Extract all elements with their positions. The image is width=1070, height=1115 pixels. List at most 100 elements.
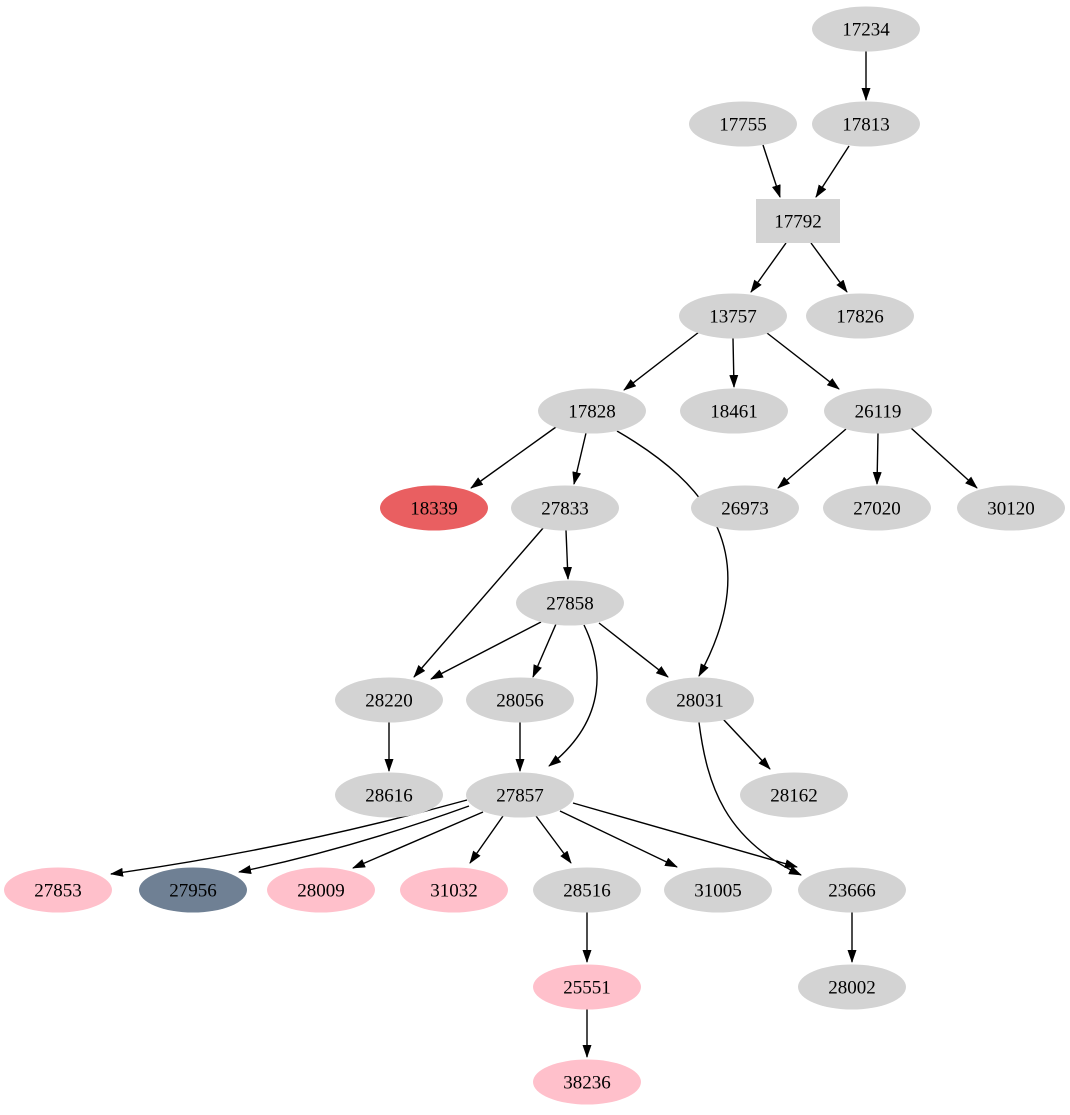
node-17828: 17828: [538, 388, 646, 434]
edge-26119-30120: [910, 427, 978, 489]
edge-27857-27956: [238, 805, 470, 874]
node-28031-shape: [646, 677, 754, 723]
node-27857: 27857: [466, 772, 574, 818]
node-31005-label: 31005: [694, 881, 742, 902]
node-17234-label: 17234: [842, 20, 890, 41]
edge-27833-27858: [563, 530, 573, 580]
node-17792-shape: [756, 199, 840, 243]
edge-27858-28031: [598, 622, 669, 678]
node-17826-label: 17826: [836, 307, 884, 328]
node-38236: 38236: [533, 1059, 641, 1105]
node-27020-label: 27020: [853, 499, 901, 520]
node-27020-shape: [823, 485, 931, 531]
node-28616-label: 28616: [365, 786, 413, 807]
node-26973-shape: [691, 485, 799, 531]
node-27858-label: 27858: [546, 594, 594, 615]
node-27956-label: 27956: [169, 881, 217, 902]
node-31005: 31005: [664, 867, 772, 913]
node-18339-shape: [380, 485, 488, 531]
node-13757-label: 13757: [709, 307, 757, 328]
node-27858-shape: [516, 580, 624, 626]
edge-27858-27857: [548, 624, 598, 767]
node-28516-shape: [533, 867, 641, 913]
node-13757-shape: [679, 293, 787, 339]
edge-17828-18339: [470, 426, 557, 489]
edge-13757-17828: [623, 331, 700, 391]
node-38236-shape: [533, 1059, 641, 1105]
edge-17792-13757: [750, 242, 787, 293]
node-25551-shape: [533, 964, 641, 1010]
node-26973: 26973: [691, 485, 799, 531]
node-26973-label: 26973: [721, 499, 769, 520]
node-23666-label: 23666: [828, 881, 876, 902]
node-38236-label: 38236: [563, 1073, 611, 1094]
node-17828-label: 17828: [568, 402, 616, 423]
node-26119: 26119: [824, 388, 932, 434]
node-30120: 30120: [957, 485, 1065, 531]
edge-17792-17826: [810, 242, 848, 293]
node-28616: 28616: [335, 772, 443, 818]
edge-17813-17792: [815, 145, 850, 198]
edge-27857-23666: [572, 802, 798, 869]
edge-27857-28516: [535, 815, 572, 864]
node-28002-label: 28002: [828, 978, 876, 999]
node-28056-shape: [466, 677, 574, 723]
node-27956: 27956: [139, 867, 247, 913]
node-28031: 28031: [646, 677, 754, 723]
node-28220-label: 28220: [365, 691, 413, 712]
node-28056: 28056: [466, 677, 574, 723]
node-18461: 18461: [680, 388, 788, 434]
node-31032-label: 31032: [430, 881, 478, 902]
edge-26119-26973: [777, 428, 847, 489]
node-27853: 27853: [4, 867, 112, 913]
node-28002: 28002: [798, 964, 906, 1010]
node-13757: 13757: [679, 293, 787, 339]
node-28220-shape: [335, 677, 443, 723]
node-28616-shape: [335, 772, 443, 818]
node-27853-label: 27853: [34, 881, 82, 902]
node-28220: 28220: [335, 677, 443, 723]
node-31005-shape: [664, 867, 772, 913]
node-28056-label: 28056: [496, 691, 544, 712]
node-28009-label: 28009: [297, 881, 345, 902]
node-28162-label: 28162: [770, 786, 818, 807]
edge-27858-28056: [532, 623, 557, 678]
node-28031-label: 28031: [676, 691, 724, 712]
edge-28031-28162: [722, 718, 771, 770]
node-17826-shape: [806, 293, 914, 339]
node-17828-shape: [538, 388, 646, 434]
node-25551-label: 25551: [563, 978, 611, 999]
edge-13757-18461: [729, 338, 739, 388]
edge-27857-31032: [469, 815, 504, 864]
node-23666: 23666: [798, 867, 906, 913]
node-28516-label: 28516: [563, 881, 611, 902]
node-17792: 17792: [756, 199, 840, 243]
node-17813-label: 17813: [842, 115, 890, 136]
node-27020: 27020: [823, 485, 931, 531]
edge-27857-31005: [559, 810, 678, 868]
node-27853-shape: [4, 867, 112, 913]
node-18339-label: 18339: [410, 499, 458, 520]
node-17792-label: 17792: [774, 212, 822, 233]
node-27857-shape: [466, 772, 574, 818]
node-30120-label: 30120: [987, 499, 1035, 520]
node-23666-shape: [798, 867, 906, 913]
node-27833-label: 27833: [541, 499, 589, 520]
node-31032-shape: [400, 867, 508, 913]
edge-17828-28031: [616, 430, 729, 677]
node-18461-shape: [680, 388, 788, 434]
node-17234-shape: [812, 6, 920, 52]
node-17826: 17826: [806, 293, 914, 339]
node-27858: 27858: [516, 580, 624, 626]
node-28516: 28516: [533, 867, 641, 913]
node-28009-shape: [267, 867, 375, 913]
node-17813-shape: [812, 101, 920, 147]
edge-27833-28220: [413, 526, 545, 678]
node-17234: 17234: [812, 6, 920, 52]
node-17755-label: 17755: [719, 115, 767, 136]
node-25551: 25551: [533, 964, 641, 1010]
node-30120-shape: [957, 485, 1065, 531]
node-27857-label: 27857: [496, 786, 544, 807]
edge-17828-27833: [572, 432, 587, 485]
edge-27857-28009: [352, 811, 484, 869]
